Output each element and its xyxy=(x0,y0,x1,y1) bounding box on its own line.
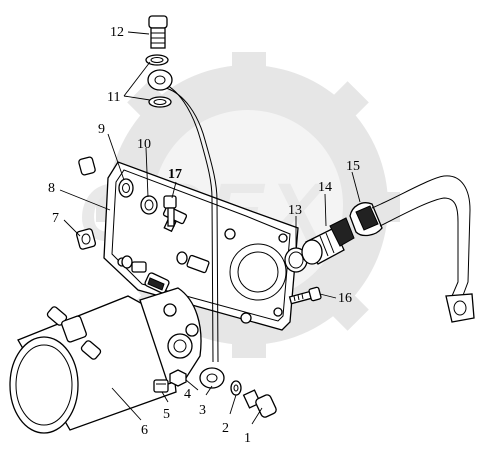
heater-body xyxy=(9,287,202,434)
callout-12: 12 xyxy=(110,25,124,40)
callout-11: 11 xyxy=(107,90,120,105)
callout-4: 4 xyxy=(184,387,191,402)
callout-17: 17 xyxy=(168,167,182,182)
callout-3: 3 xyxy=(199,403,206,418)
callouts: 1 2 3 4 5 6 7 8 9 10 11 12 13 14 15 16 1… xyxy=(48,25,360,446)
callout-14: 14 xyxy=(318,180,332,195)
plate-bolt-part xyxy=(163,195,177,227)
screw-part xyxy=(288,286,322,305)
washer-small-part xyxy=(230,380,242,396)
callout-1: 1 xyxy=(244,431,251,446)
plug-part xyxy=(153,379,169,393)
callout-10: 10 xyxy=(137,137,151,152)
callout-8: 8 xyxy=(48,181,55,196)
bushing-part xyxy=(75,156,97,250)
feed-pipe xyxy=(159,81,219,363)
callout-13: 13 xyxy=(288,203,302,218)
leader-lines xyxy=(59,31,361,425)
callout-5: 5 xyxy=(163,407,170,422)
callout-15: 15 xyxy=(346,159,360,174)
washer-part xyxy=(140,195,158,215)
sealing-washers xyxy=(145,54,173,108)
adapter-part xyxy=(301,217,355,265)
nut-part xyxy=(169,369,187,387)
exhaust-pipe-part xyxy=(349,175,475,323)
banjo-bolt-part xyxy=(148,15,168,49)
callout-16: 16 xyxy=(338,291,352,306)
bolt-part xyxy=(242,389,277,418)
callout-7: 7 xyxy=(52,211,59,226)
callout-2: 2 xyxy=(222,421,229,436)
callout-9: 9 xyxy=(98,122,105,137)
callout-6: 6 xyxy=(141,423,148,438)
flange-part xyxy=(118,178,134,198)
banjo-fitting-part xyxy=(199,367,225,389)
